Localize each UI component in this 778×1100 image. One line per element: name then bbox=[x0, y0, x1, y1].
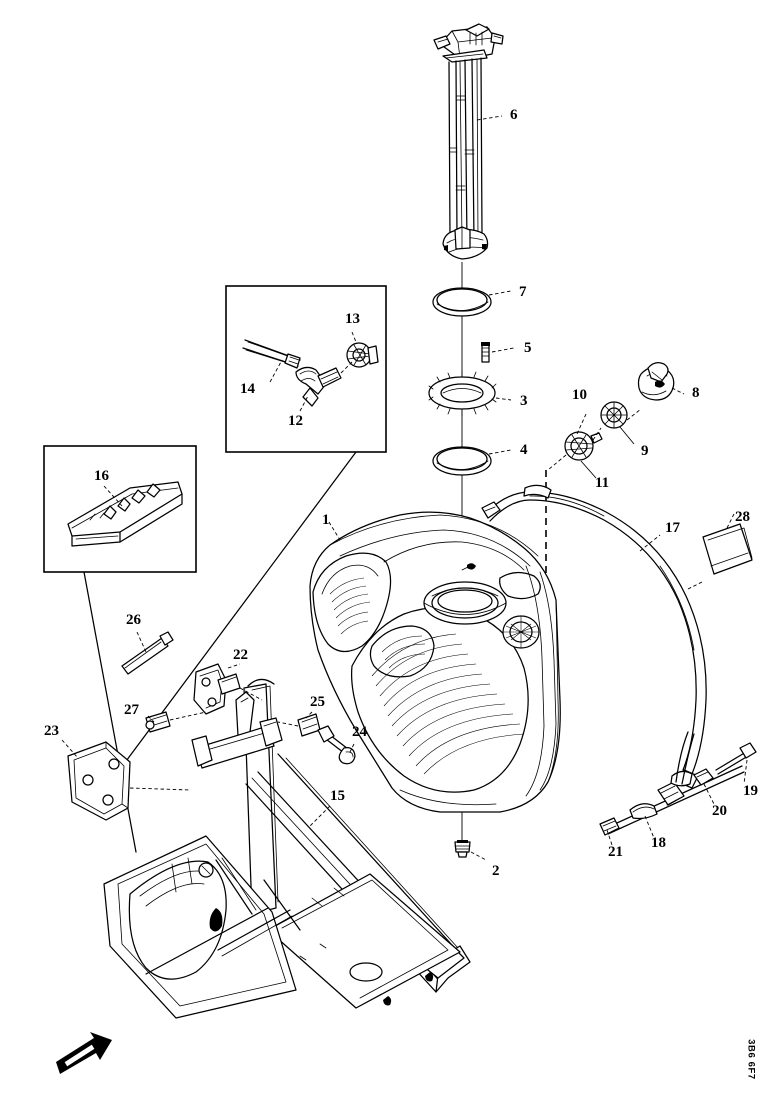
leader-3 bbox=[495, 397, 512, 401]
leader-27 bbox=[147, 715, 155, 723]
leader-2 bbox=[470, 851, 487, 861]
part-10-clamp bbox=[564, 431, 603, 461]
part-27-bushing bbox=[145, 711, 171, 733]
leader-26 bbox=[136, 631, 147, 653]
callout-14: 14 bbox=[240, 381, 255, 397]
leader-25 bbox=[305, 711, 313, 719]
callout-23: 23 bbox=[44, 723, 59, 739]
callout-8: 8 bbox=[692, 385, 700, 401]
link-28-hose bbox=[685, 581, 703, 591]
leader-5 bbox=[491, 347, 515, 353]
callout-4: 4 bbox=[520, 442, 528, 458]
part-28-pad bbox=[702, 523, 753, 575]
leader-17 bbox=[639, 534, 661, 552]
callout-7: 7 bbox=[519, 284, 527, 300]
leader-18 bbox=[644, 815, 655, 839]
callout-16: 16 bbox=[94, 468, 109, 484]
part-7-gasket-ring bbox=[432, 287, 492, 317]
callout-15: 15 bbox=[330, 788, 345, 804]
part-1-fuel-tank bbox=[309, 511, 561, 813]
part-24-bolt bbox=[317, 725, 356, 765]
callout-26: 26 bbox=[126, 612, 141, 628]
part-4-gasket-ring bbox=[432, 446, 492, 476]
callout-17: 17 bbox=[665, 520, 680, 536]
leader-23 bbox=[61, 739, 79, 759]
part-2-drain-plug bbox=[454, 812, 471, 858]
link-27-22 bbox=[169, 711, 207, 721]
leader-19 bbox=[743, 759, 748, 785]
callout-5: 5 bbox=[524, 340, 532, 356]
part-3-lock-ring bbox=[428, 370, 497, 417]
callout-27: 27 bbox=[124, 702, 139, 718]
callout-22: 22 bbox=[233, 647, 248, 663]
callout-6: 6 bbox=[510, 107, 518, 123]
leader-7 bbox=[488, 290, 512, 296]
callout-2: 2 bbox=[492, 863, 500, 879]
leader-4 bbox=[488, 449, 512, 455]
part-9-elbow-fitting bbox=[600, 401, 628, 429]
link-23-frame bbox=[129, 787, 191, 791]
part-15-frame bbox=[103, 678, 471, 1019]
part-25-spacer bbox=[297, 713, 321, 737]
callout-12: 12 bbox=[288, 413, 303, 429]
callout-21: 21 bbox=[608, 844, 623, 860]
callout-11: 11 bbox=[595, 475, 610, 491]
callout-24: 24 bbox=[352, 724, 367, 740]
link-10-9 bbox=[592, 427, 602, 441]
callout-3: 3 bbox=[520, 393, 528, 409]
forward-direction-arrow bbox=[56, 1032, 112, 1074]
leader-28 bbox=[726, 513, 735, 529]
part-26-strap bbox=[121, 631, 174, 675]
bracket-detail-inset bbox=[43, 445, 197, 573]
callout-13: 13 bbox=[345, 311, 360, 327]
link-10-hose bbox=[547, 454, 567, 471]
link-25-frame bbox=[277, 721, 299, 727]
part-23-mounting-plate bbox=[67, 741, 131, 821]
part-6-sender-unit bbox=[433, 23, 504, 260]
leader-11 bbox=[580, 460, 597, 479]
leader-6 bbox=[476, 115, 503, 121]
callout-1: 1 bbox=[322, 512, 330, 528]
callout-18: 18 bbox=[651, 835, 666, 851]
leader-24 bbox=[349, 743, 355, 753]
leader-22 bbox=[227, 663, 241, 669]
leader-20 bbox=[703, 783, 715, 805]
callout-25: 25 bbox=[310, 694, 325, 710]
part-5-screw bbox=[481, 342, 490, 363]
sheet-code-text: 3B6 6F7 bbox=[745, 1039, 757, 1080]
leader-15 bbox=[309, 805, 331, 827]
leader-8 bbox=[671, 387, 685, 395]
part-22-bracket bbox=[193, 663, 241, 715]
fitting-detail-inset bbox=[225, 285, 387, 453]
callout-28: 28 bbox=[735, 509, 750, 525]
sheet-code: 3B6 6F7 bbox=[744, 1028, 758, 1092]
callout-19: 19 bbox=[743, 783, 758, 799]
leader-10 bbox=[576, 413, 587, 435]
part-8-vent-valve bbox=[637, 362, 675, 401]
leader-21 bbox=[606, 829, 613, 846]
callout-9: 9 bbox=[641, 443, 649, 459]
leader-9 bbox=[619, 426, 635, 445]
callout-20: 20 bbox=[712, 803, 727, 819]
callout-10: 10 bbox=[572, 387, 587, 403]
link-9-8 bbox=[626, 408, 642, 421]
hose-end-fittings bbox=[599, 731, 757, 836]
leader-1 bbox=[328, 521, 341, 541]
link-22-frame bbox=[239, 687, 263, 701]
